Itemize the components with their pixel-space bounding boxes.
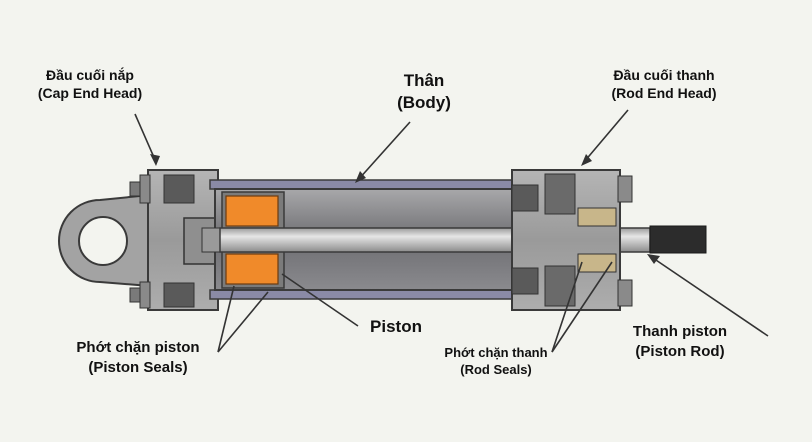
leader-piston-seals-2	[217, 291, 269, 353]
label-cap-end-head: Đầu cuối nắp (Cap End Head)	[20, 66, 160, 103]
label-body-en: (Body)	[397, 93, 451, 113]
label-cap-end-head-vi: Đầu cuối nắp	[46, 67, 134, 83]
rod-end-head	[511, 169, 633, 311]
label-rod-seals-en: (Rod Seals)	[460, 362, 532, 378]
cap-end-head	[129, 169, 221, 311]
leader-body	[357, 121, 411, 181]
leader-piston-rod	[649, 255, 769, 337]
leader-piston	[281, 273, 359, 327]
tie-rod-top	[209, 179, 521, 190]
label-rod-end-head-en: (Rod End Head)	[611, 85, 717, 102]
leader-lines	[134, 109, 769, 353]
label-body-vi: Thân	[403, 71, 445, 90]
label-rod-seals-vi: Phớt chặn thanh	[444, 345, 548, 360]
label-piston-seals-en: (Piston Seals)	[88, 358, 188, 376]
leader-rod-seals-2	[551, 261, 613, 353]
label-piston-seals: Phớt chặn piston (Piston Seals)	[48, 338, 228, 378]
label-piston-seals-vi: Phớt chặn piston	[76, 339, 200, 356]
label-piston: Piston	[356, 316, 436, 338]
leader-piston-seals-1	[217, 285, 235, 353]
label-rod-end-head: Đầu cuối thanh (Rod End Head)	[584, 66, 744, 103]
piston-rod-end	[649, 225, 707, 254]
label-piston-rod: Thanh piston (Piston Rod)	[610, 322, 750, 362]
label-rod-end-head-vi: Đầu cuối thanh	[613, 67, 715, 83]
label-piston-rod-en: (Piston Rod)	[635, 342, 725, 360]
tie-rod-bottom	[209, 289, 521, 300]
label-piston-vi: Piston	[370, 317, 422, 336]
label-rod-seals: Phớt chặn thanh (Rod Seals)	[426, 344, 566, 378]
mounting-eye	[58, 193, 151, 288]
label-body: Thân (Body)	[384, 70, 464, 115]
leader-rod-seals-1	[551, 261, 583, 353]
label-piston-rod-vi: Thanh piston	[632, 323, 728, 340]
leader-cap-end-head	[134, 113, 157, 163]
leader-rod-end-head	[583, 109, 629, 163]
label-cap-end-head-en: (Cap End Head)	[37, 85, 143, 102]
